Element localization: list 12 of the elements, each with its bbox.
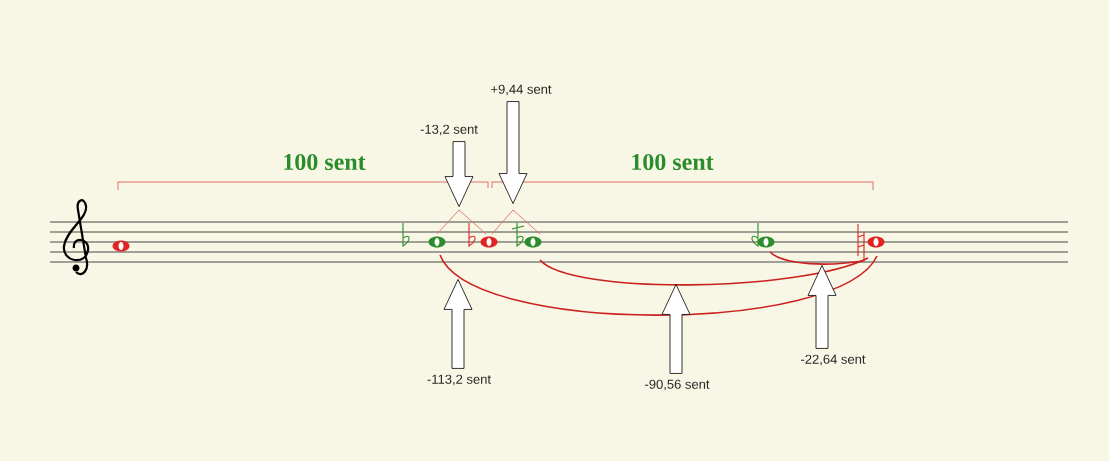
interval-label: 100 sent — [632, 153, 714, 171]
cent-label: -22,64 sent — [801, 354, 866, 366]
cent-label: -90,56 sent — [645, 379, 710, 391]
cent-label: -113,2 sent — [427, 374, 491, 386]
cent-label: +9,44 sent — [491, 84, 552, 96]
hollow-arrow — [444, 141, 474, 207]
cent-label: -13,2 sent — [420, 124, 478, 136]
hollow-arrow — [443, 279, 473, 369]
hollow-arrow — [661, 284, 691, 374]
hollow-arrow — [807, 265, 837, 349]
hollow-arrow — [498, 101, 528, 204]
interval-label: 100 sent — [284, 153, 366, 171]
